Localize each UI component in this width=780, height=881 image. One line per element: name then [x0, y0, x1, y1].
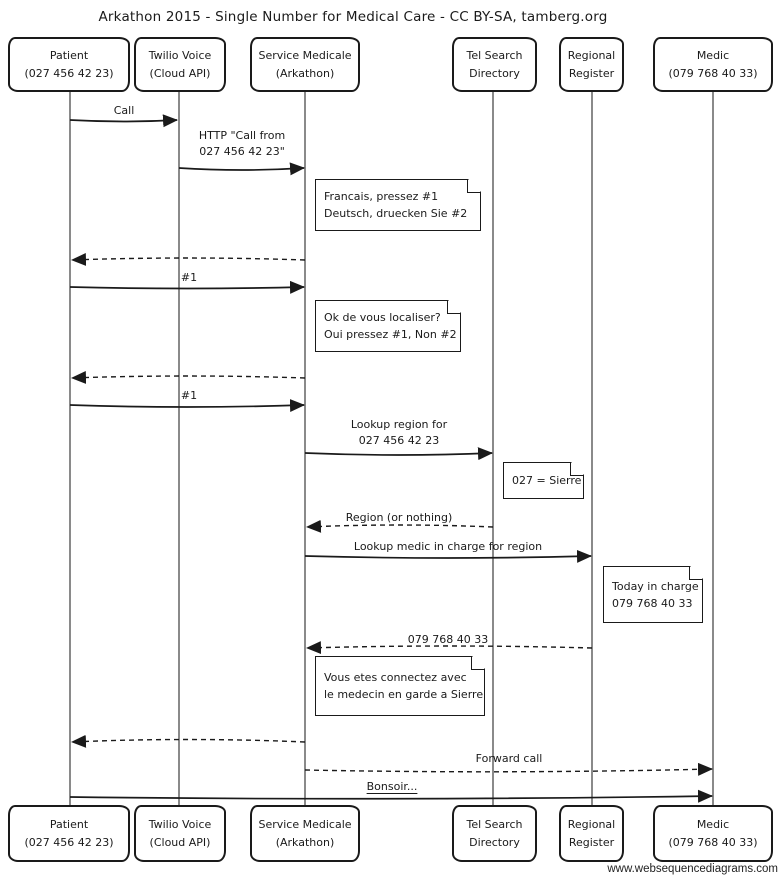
- arrow-press1-loc: [69, 398, 305, 412]
- participant-detail: Directory: [469, 835, 520, 849]
- participant-telsearch-bottom: Tel Search Directory: [452, 805, 537, 862]
- note-localize-prompt: Ok de vous localiser? Oui pressez #1, No…: [315, 300, 461, 352]
- participant-service-bottom: Service Medicale (Arkathon): [250, 805, 360, 862]
- participant-detail: Directory: [469, 66, 520, 80]
- participant-detail: Register: [568, 835, 615, 849]
- message-label-press1-loc: #1: [180, 389, 198, 402]
- participant-name: Patient: [49, 48, 89, 62]
- arrow-press1-lang: [69, 280, 305, 294]
- note-language-prompt: Francais, pressez #1 Deutsch, druecken S…: [315, 179, 481, 231]
- participant-detail: (Cloud API): [149, 66, 211, 80]
- participant-name: Medic: [696, 817, 730, 831]
- participant-name: Service Medicale: [258, 48, 352, 62]
- participant-detail: (Arkathon): [275, 66, 335, 80]
- note-line2: 079 768 40 33: [612, 596, 693, 610]
- message-label-forward-call: Forward call: [475, 752, 543, 765]
- note-line2: Oui pressez #1, Non #2: [324, 328, 457, 341]
- note-line1: Today in charge: [612, 579, 699, 593]
- participant-patient-top: Patient (027 456 42 23): [8, 37, 130, 92]
- participant-detail: (Arkathon): [275, 835, 335, 849]
- participant-name: Patient: [49, 817, 89, 831]
- participant-twilio-bottom: Twilio Voice (Cloud API): [134, 805, 226, 862]
- arrow-forward-call: [304, 762, 713, 776]
- arrow-reply-region: [306, 519, 494, 533]
- participant-detail: (027 456 42 23): [24, 66, 114, 80]
- participant-detail: (079 768 40 33): [668, 66, 758, 80]
- participant-name: Twilio Voice: [148, 817, 212, 831]
- note-line1: Ok de vous localiser?: [324, 311, 441, 324]
- note-line2: le medecin en garde a Sierre: [324, 688, 484, 701]
- message-label-line1: HTTP "Call from: [198, 129, 286, 142]
- watermark-url: www.websequencediagrams.com: [607, 863, 778, 875]
- message-label-http-call: HTTP "Call from 027 456 42 23": [199, 128, 285, 160]
- arrow-lookup-medic: [304, 549, 592, 563]
- participant-detail: (Cloud API): [149, 835, 211, 849]
- participant-service-top: Service Medicale (Arkathon): [250, 37, 360, 92]
- participant-register-top: Regional Register: [559, 37, 624, 92]
- message-label-line2: 027 456 42 23: [358, 434, 440, 447]
- arrow-bonsoir: [69, 789, 713, 803]
- participant-telsearch-top: Tel Search Directory: [452, 37, 537, 92]
- note-line1: 027 = Sierre: [512, 474, 582, 487]
- participant-detail: (027 456 42 23): [24, 835, 114, 849]
- participant-register-bottom: Regional Register: [559, 805, 624, 862]
- participant-patient-bottom: Patient (027 456 42 23): [8, 805, 130, 862]
- participant-twilio-top: Twilio Voice (Cloud API): [134, 37, 226, 92]
- participant-name: Regional: [567, 48, 616, 62]
- participant-name: Tel Search: [466, 48, 523, 62]
- message-label-call: Call: [113, 104, 135, 117]
- message-label-press1-lang: #1: [180, 271, 198, 284]
- participant-detail: (079 768 40 33): [668, 835, 758, 849]
- note-region-mapping: 027 = Sierre: [503, 462, 584, 499]
- diagram-title: Arkathon 2015 - Single Number for Medica…: [98, 9, 608, 25]
- participant-medic-bottom: Medic (079 768 40 33): [653, 805, 773, 862]
- message-label-lookup-region: Lookup region for 027 456 42 23: [351, 417, 447, 449]
- arrow-reply-loc-prompt: [71, 371, 306, 385]
- message-label-line1: Lookup region for: [350, 418, 448, 431]
- arrow-lookup-region: [304, 447, 493, 461]
- note-medic-in-charge: Today in charge 079 768 40 33: [603, 566, 703, 623]
- message-label-bonsoir: Bonsoir...: [366, 780, 418, 793]
- participant-name: Regional: [567, 817, 616, 831]
- participant-name: Twilio Voice: [148, 48, 212, 62]
- arrow-http-call: [178, 162, 305, 176]
- note-connected-info: Vous etes connectez avec le medecin en g…: [315, 656, 485, 716]
- arrow-reply-connected: [71, 734, 306, 748]
- note-line2: Deutsch, druecken Sie #2: [324, 207, 468, 220]
- message-label-lookup-medic: Lookup medic in charge for region: [353, 540, 543, 553]
- note-line1: Francais, pressez #1: [324, 190, 439, 203]
- participant-name: Service Medicale: [258, 817, 352, 831]
- message-label-line2: 027 456 42 23": [199, 145, 285, 158]
- message-label-region-reply: Region (or nothing): [345, 511, 453, 524]
- participant-medic-top: Medic (079 768 40 33): [653, 37, 773, 92]
- arrow-reply-medic-num: [306, 641, 593, 655]
- participant-name: Medic: [696, 48, 730, 62]
- participant-detail: Register: [568, 66, 615, 80]
- note-line1: Vous etes connectez avec: [324, 671, 467, 684]
- arrow-call: [69, 114, 178, 128]
- arrow-reply-lang-menu: [71, 253, 306, 267]
- message-label-medic-number: 079 768 40 33: [407, 633, 489, 646]
- participant-name: Tel Search: [466, 817, 523, 831]
